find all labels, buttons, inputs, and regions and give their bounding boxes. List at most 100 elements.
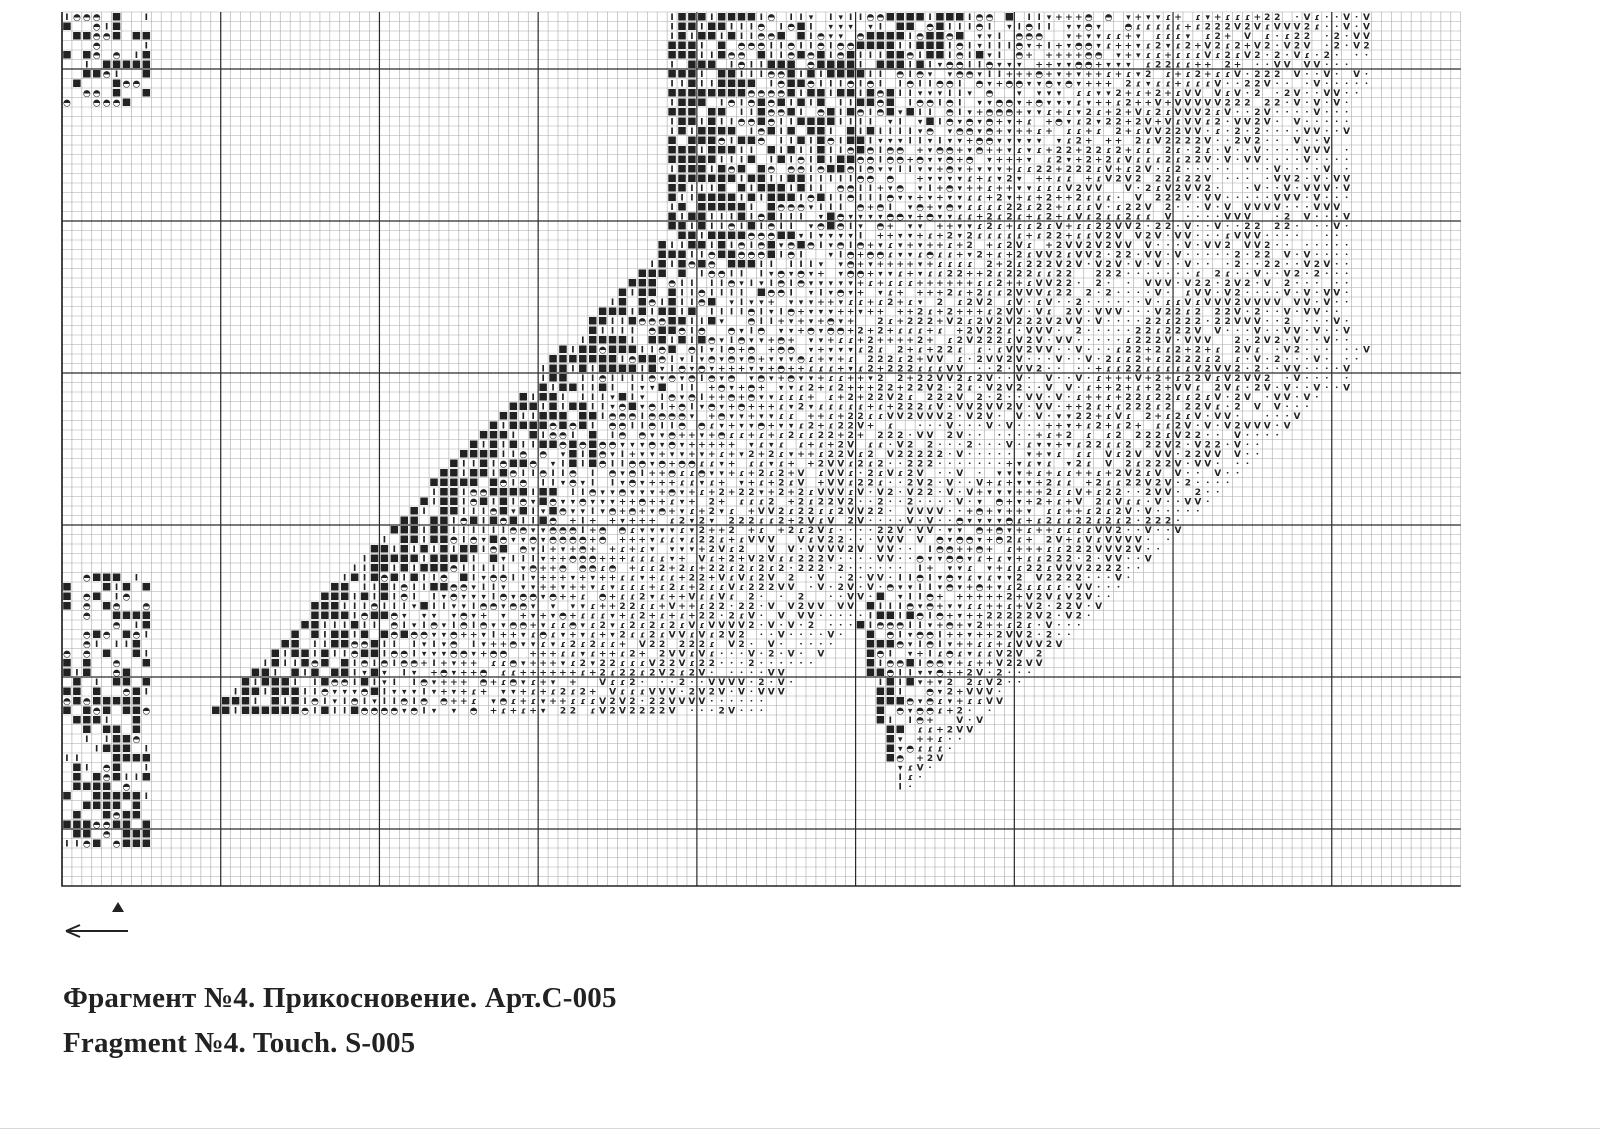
stitch-symbol-plus: + bbox=[718, 365, 726, 375]
stitch-symbol-two: 2 bbox=[728, 517, 734, 527]
stitch-symbol-triangle-down: ▾ bbox=[700, 355, 705, 365]
stitch-symbol-curl: ɾ bbox=[1146, 393, 1151, 403]
stitch-symbol-vee: V bbox=[1244, 118, 1251, 128]
stitch-symbol-dot bbox=[1167, 253, 1169, 256]
stitch-symbol-vee: V bbox=[1264, 384, 1271, 394]
stitch-symbol-filled-square bbox=[916, 41, 924, 49]
stitch-symbol-vee: V bbox=[1055, 393, 1062, 403]
stitch-symbol-dot bbox=[1246, 329, 1249, 332]
stitch-symbol-filled-square bbox=[767, 127, 776, 135]
stitch-symbol-two: 2 bbox=[1006, 175, 1012, 185]
stitch-symbol-two: 2 bbox=[1264, 251, 1270, 261]
stitch-symbol-filled-square bbox=[717, 231, 726, 239]
stitch-symbol-curl: ɾ bbox=[600, 564, 605, 574]
stitch-symbol-curl: ɾ bbox=[1066, 517, 1071, 527]
stitch-symbol-half-circle: ◓ bbox=[876, 650, 884, 660]
stitch-symbol-half-circle: ◓ bbox=[529, 593, 537, 603]
stitch-symbol-curl: ɾ bbox=[788, 393, 793, 403]
stitch-symbol-i-beam: I bbox=[819, 241, 822, 251]
stitch-symbol-filled-square bbox=[688, 212, 696, 220]
stitch-symbol-half-circle: ◓ bbox=[490, 650, 498, 660]
stitch-symbol-i-beam: I bbox=[879, 127, 882, 137]
stitch-symbol-curl: ɾ bbox=[1136, 89, 1141, 99]
stitch-symbol-triangle-down: ▾ bbox=[709, 517, 714, 527]
stitch-symbol-filled-square bbox=[817, 193, 825, 201]
stitch-symbol-half-circle: ◓ bbox=[956, 127, 964, 137]
stitch-symbol-vee: V bbox=[827, 460, 834, 470]
stitch-symbol-filled-square bbox=[936, 22, 944, 30]
stitch-symbol-filled-square bbox=[708, 193, 716, 201]
stitch-symbol-two: 2 bbox=[1135, 165, 1141, 175]
stitch-symbol-vee: V bbox=[1333, 89, 1340, 99]
stitch-symbol-i-beam: I bbox=[789, 13, 792, 23]
stitch-symbol-i-beam: I bbox=[899, 631, 902, 641]
stitch-symbol-dot bbox=[849, 557, 852, 560]
stitch-symbol-filled-square bbox=[489, 488, 498, 496]
stitch-symbol-triangle-down: ▾ bbox=[769, 412, 774, 422]
stitch-symbol-curl: ɾ bbox=[1036, 298, 1041, 308]
stitch-symbol-plus: + bbox=[559, 669, 567, 679]
stitch-symbol-curl: ɾ bbox=[1195, 51, 1200, 61]
stitch-symbol-filled-square bbox=[787, 89, 795, 97]
stitch-symbol-two: 2 bbox=[848, 393, 854, 403]
stitch-symbol-curl: ɾ bbox=[1165, 317, 1170, 327]
stitch-symbol-i-beam: I bbox=[353, 602, 356, 612]
stitch-symbol-filled-square bbox=[827, 70, 835, 78]
stitch-symbol-i-beam: I bbox=[393, 545, 396, 555]
stitch-symbol-curl: ɾ bbox=[848, 460, 853, 470]
stitch-symbol-half-circle: ◓ bbox=[460, 612, 468, 622]
stitch-symbol-filled-square bbox=[648, 279, 656, 287]
stitch-symbol-half-circle: ◓ bbox=[886, 156, 894, 166]
stitch-symbol-filled-square bbox=[440, 583, 448, 591]
stitch-symbol-vee: V bbox=[1204, 450, 1211, 460]
stitch-symbol-dot bbox=[1048, 338, 1050, 341]
stitch-symbol-triangle-down: ▾ bbox=[531, 545, 536, 555]
stitch-symbol-filled-square bbox=[370, 573, 379, 581]
stitch-symbol-half-circle: ◓ bbox=[767, 118, 775, 128]
stitch-symbol-two: 2 bbox=[1066, 289, 1072, 299]
stitch-symbol-i-beam: I bbox=[938, 640, 941, 650]
stitch-symbol-vee: V bbox=[1313, 99, 1320, 109]
stitch-symbol-vee: V bbox=[1125, 222, 1132, 232]
stitch-symbol-filled-square bbox=[499, 431, 508, 439]
stitch-symbol-vee: V bbox=[946, 317, 953, 327]
stitch-symbol-half-circle: ◓ bbox=[698, 422, 706, 432]
stitch-symbol-i-beam: I bbox=[928, 61, 931, 71]
stitch-symbol-curl: ɾ bbox=[1086, 194, 1091, 204]
stitch-symbol-vee: V bbox=[1026, 640, 1033, 650]
stitch-symbol-half-circle: ◓ bbox=[976, 137, 984, 147]
stitch-symbol-dot bbox=[1286, 167, 1289, 170]
stitch-symbol-curl: ɾ bbox=[1106, 194, 1111, 204]
stitch-symbol-filled-square bbox=[846, 70, 855, 78]
stitch-symbol-plus: + bbox=[609, 545, 617, 555]
stitch-symbol-dot bbox=[849, 566, 852, 569]
stitch-symbol-vee: V bbox=[1016, 412, 1023, 422]
stitch-symbol-two: 2 bbox=[996, 317, 1002, 327]
stitch-symbol-dot bbox=[1038, 357, 1041, 360]
stitch-symbol-dot bbox=[1286, 376, 1289, 379]
stitch-symbol-triangle-down: ▾ bbox=[878, 289, 883, 299]
stitch-symbol-vee: V bbox=[1284, 346, 1291, 356]
stitch-symbol-two: 2 bbox=[679, 564, 685, 574]
stitch-symbol-dot bbox=[1216, 158, 1219, 161]
stitch-symbol-triangle-down: ▾ bbox=[838, 346, 843, 356]
stitch-symbol-i-beam: I bbox=[839, 203, 842, 213]
stitch-symbol-half-circle: ◓ bbox=[93, 32, 101, 42]
stitch-symbol-i-beam: I bbox=[799, 260, 802, 270]
stitch-symbol-curl: ɾ bbox=[1126, 412, 1131, 422]
stitch-symbol-dot bbox=[1236, 329, 1239, 332]
stitch-symbol-triangle-down: ▾ bbox=[858, 213, 863, 223]
stitch-symbol-filled-square bbox=[63, 668, 71, 676]
stitch-symbol-i-beam: I bbox=[879, 156, 882, 166]
stitch-symbol-curl: ɾ bbox=[997, 213, 1002, 223]
stitch-symbol-two: 2 bbox=[1016, 612, 1022, 622]
stitch-symbol-dot bbox=[1345, 91, 1348, 94]
stitch-symbol-dot bbox=[730, 671, 733, 674]
stitch-symbol-filled-square bbox=[836, 165, 845, 173]
stitch-symbol-triangle-down: ▾ bbox=[858, 308, 863, 318]
stitch-symbol-filled-square bbox=[618, 307, 627, 315]
stitch-symbol-dot bbox=[1345, 357, 1348, 360]
stitch-symbol-two: 2 bbox=[1274, 13, 1280, 23]
stitch-symbol-triangle-down: ▾ bbox=[819, 327, 824, 337]
stitch-symbol-half-circle: ◓ bbox=[450, 583, 458, 593]
